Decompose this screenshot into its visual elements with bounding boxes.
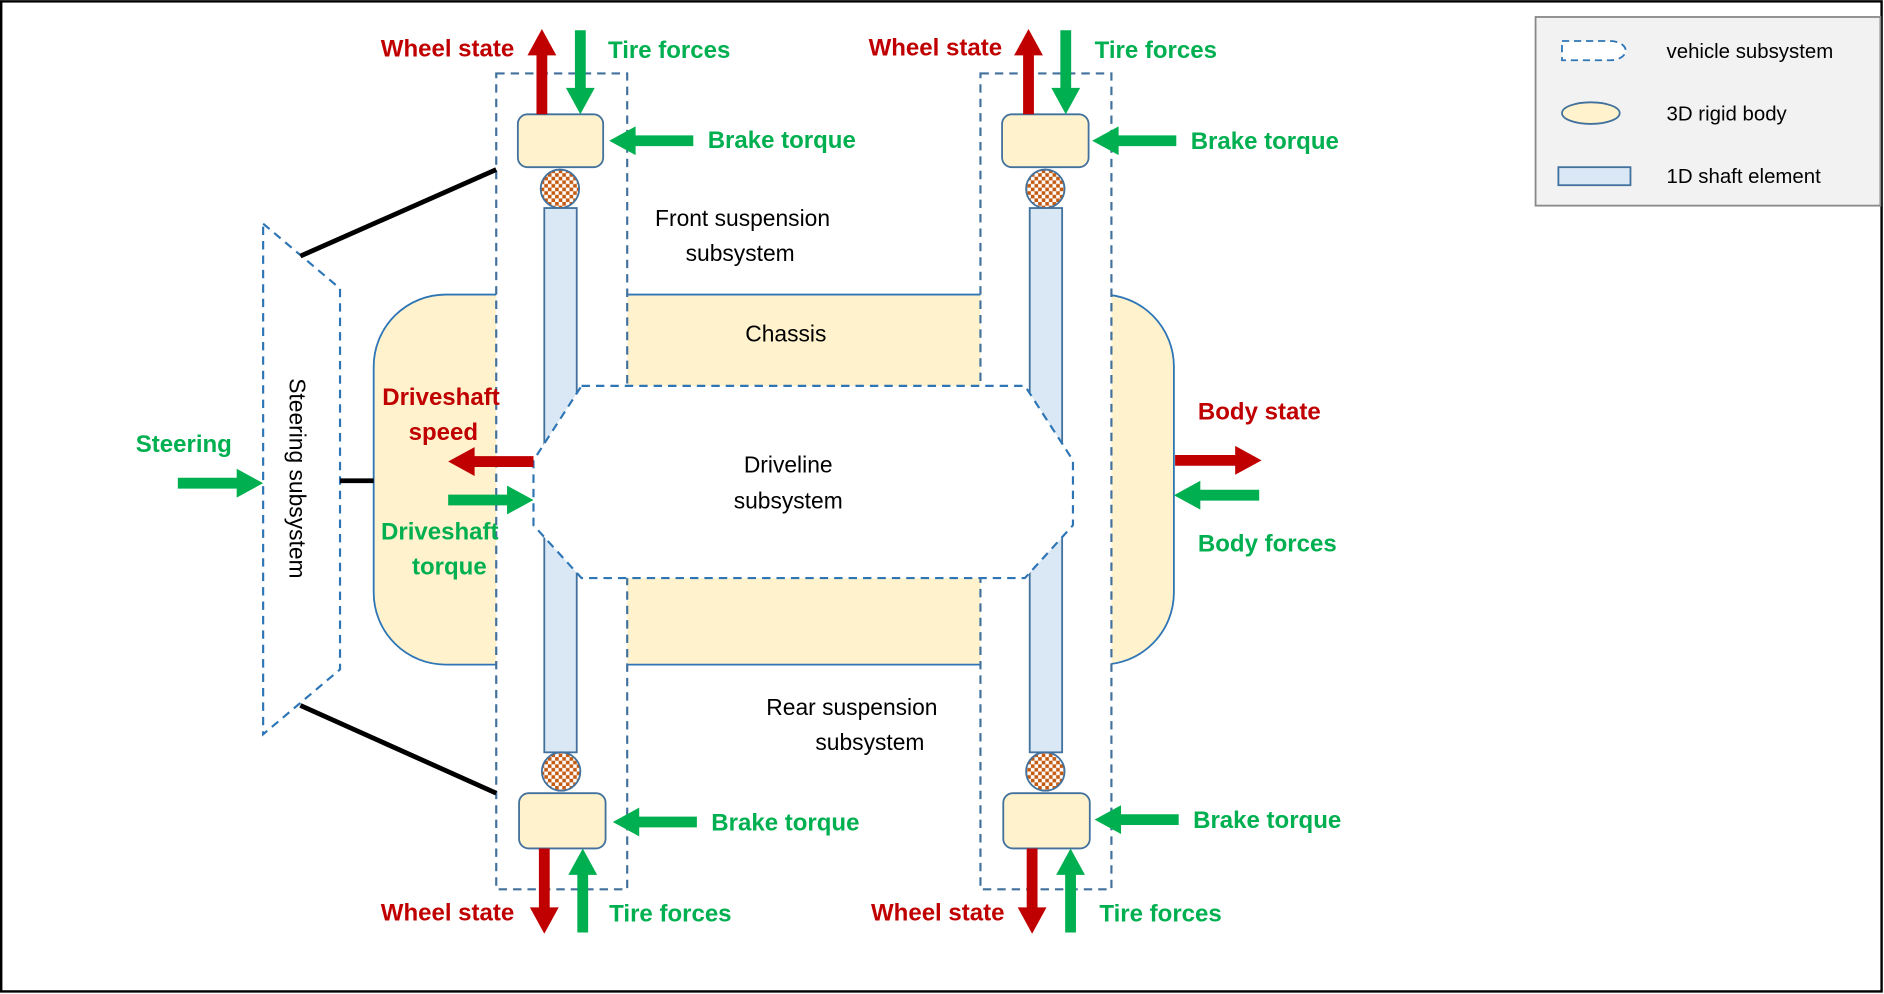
body-state-arrow xyxy=(1175,445,1262,475)
driveshaft-torque-label-line2: torque xyxy=(412,553,487,580)
driveline-label: Driveline xyxy=(744,451,833,477)
signal-arrows xyxy=(177,29,1262,934)
front-suspension-label-line2: subsystem xyxy=(686,240,795,266)
body-state-label: Body state xyxy=(1198,399,1321,426)
body-forces-arrow xyxy=(1173,480,1260,510)
legend-shaft-symbol xyxy=(1557,166,1632,187)
joint-front-left xyxy=(539,168,581,209)
wheel-state-label-rr: Wheel state xyxy=(871,900,1004,927)
legend-rigid-body-symbol xyxy=(1561,101,1621,125)
steering-input-arrow xyxy=(177,468,264,498)
legend-label-subsystem: vehicle subsystem xyxy=(1667,41,1834,63)
brake-torque-label-rl: Brake torque xyxy=(711,809,859,836)
driveline-label-line2: subsystem xyxy=(734,487,843,513)
steering-link-rear xyxy=(299,703,498,796)
driveshaft-speed-arrow xyxy=(448,447,534,476)
wheel-rear-left xyxy=(518,792,607,850)
tire-forces-arrow-fr xyxy=(1051,30,1081,115)
wheel-state-label-fl: Wheel state xyxy=(381,36,514,63)
tire-forces-label-fl: Tire forces xyxy=(608,37,730,64)
tire-forces-arrow-rl xyxy=(568,848,598,933)
tire-forces-arrow-rr xyxy=(1056,848,1085,933)
driveshaft-torque-label: Driveshaft xyxy=(381,519,498,546)
joint-front-right xyxy=(1025,168,1066,209)
driveshaft-speed-label-line2: speed xyxy=(409,419,478,446)
brake-torque-arrow-rl xyxy=(612,807,697,837)
wheel-state-arrow-fr xyxy=(1014,29,1043,115)
tire-forces-label-rl: Tire forces xyxy=(609,901,731,928)
steering-input-label: Steering xyxy=(136,431,232,458)
wheel-front-right xyxy=(1001,113,1090,169)
driveshaft-torque-arrow xyxy=(448,485,534,515)
joint-rear-left xyxy=(540,751,582,792)
brake-torque-arrow-rr xyxy=(1094,805,1179,835)
legend-subsystem-symbol xyxy=(1561,40,1627,62)
driveshaft-speed-label: Driveshaft xyxy=(382,384,499,411)
steering-link-front xyxy=(299,167,498,259)
wheel-state-label-fr: Wheel state xyxy=(869,34,1002,61)
body-forces-label: Body forces xyxy=(1198,531,1337,558)
legend: vehicle subsystem 3D rigid body 1D shaft… xyxy=(1534,16,1882,207)
brake-torque-arrow-fl xyxy=(609,126,694,156)
brake-torque-arrow-fr xyxy=(1092,126,1177,156)
rear-suspension-label-line2: subsystem xyxy=(815,729,924,755)
wheel-state-arrow-rr xyxy=(1017,848,1047,934)
joint-rear-right xyxy=(1025,751,1066,792)
wheel-front-left xyxy=(516,113,605,169)
front-suspension-label: Front suspension xyxy=(655,205,830,231)
wheel-state-arrow-fl xyxy=(527,29,557,115)
tire-forces-label-fr: Tire forces xyxy=(1095,37,1217,64)
rear-suspension-label: Rear suspension xyxy=(766,694,937,720)
wheel-rear-right xyxy=(1002,792,1091,850)
steering-subsystem xyxy=(262,221,342,737)
wheel-state-label-rl: Wheel state xyxy=(381,900,514,927)
steering-label: Steering subsystem xyxy=(285,378,311,578)
wheel-state-arrow-rl xyxy=(529,848,559,934)
chassis-label: Chassis xyxy=(745,320,826,346)
brake-torque-label-fl: Brake torque xyxy=(708,127,856,154)
brake-torque-label-fr: Brake torque xyxy=(1191,128,1339,155)
legend-label-shaft: 1D shaft element xyxy=(1667,166,1822,188)
brake-torque-label-rr: Brake torque xyxy=(1193,807,1341,834)
tire-forces-arrow-fl xyxy=(565,30,595,115)
driveline-subsystem xyxy=(532,384,1075,580)
legend-label-rigid-body: 3D rigid body xyxy=(1667,103,1788,125)
tire-forces-label-rr: Tire forces xyxy=(1099,901,1221,928)
